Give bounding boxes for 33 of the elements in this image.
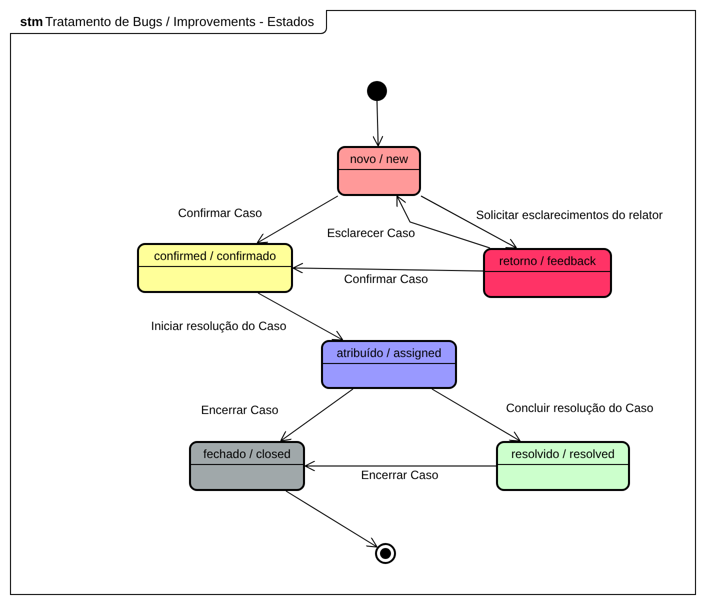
transition-arrow bbox=[280, 388, 354, 442]
edge-label: Encerrar Caso bbox=[360, 468, 440, 482]
transition-arrow bbox=[258, 292, 344, 340]
state-box bbox=[496, 441, 630, 491]
transition-arrow bbox=[292, 262, 484, 274]
state-box bbox=[337, 146, 421, 196]
edge-label: Solicitar esclarecimentos do relator bbox=[475, 208, 664, 222]
edge-label: Encerrar Caso bbox=[200, 403, 280, 417]
state-name: fechado / closed bbox=[203, 448, 291, 460]
edge-label: Iniciar resolução do Caso bbox=[150, 319, 288, 333]
transition-arrow bbox=[396, 196, 490, 248]
state-name: atribuído / assigned bbox=[336, 346, 442, 358]
state-box bbox=[137, 243, 293, 293]
state-box bbox=[189, 441, 305, 491]
final-state bbox=[375, 543, 396, 564]
transition-arrow bbox=[256, 196, 338, 244]
transition-arrow bbox=[420, 196, 518, 248]
state-box bbox=[321, 340, 457, 389]
transition-arrow bbox=[304, 460, 496, 472]
diagram-title: Tratamento de Bugs / Improvements - Estados bbox=[45, 12, 314, 31]
state-name: confirmed / confirmado bbox=[154, 250, 276, 262]
state-name: resolvido / resolved bbox=[511, 448, 615, 460]
edge-label: Confirmar Caso bbox=[343, 272, 430, 286]
transition-arrow bbox=[372, 100, 384, 146]
edge-label: Confirmar Caso bbox=[177, 206, 264, 220]
transition-arrow bbox=[431, 388, 521, 442]
state-name: novo / new bbox=[350, 152, 408, 164]
state-name: retorno / feedback bbox=[499, 254, 596, 266]
edge-label: Esclarecer Caso bbox=[326, 226, 416, 240]
diagram-kind: stm bbox=[20, 12, 44, 31]
edge-label: Concluir resolução do Caso bbox=[505, 401, 654, 415]
transition-arrow bbox=[285, 490, 378, 548]
state-box bbox=[483, 248, 612, 298]
